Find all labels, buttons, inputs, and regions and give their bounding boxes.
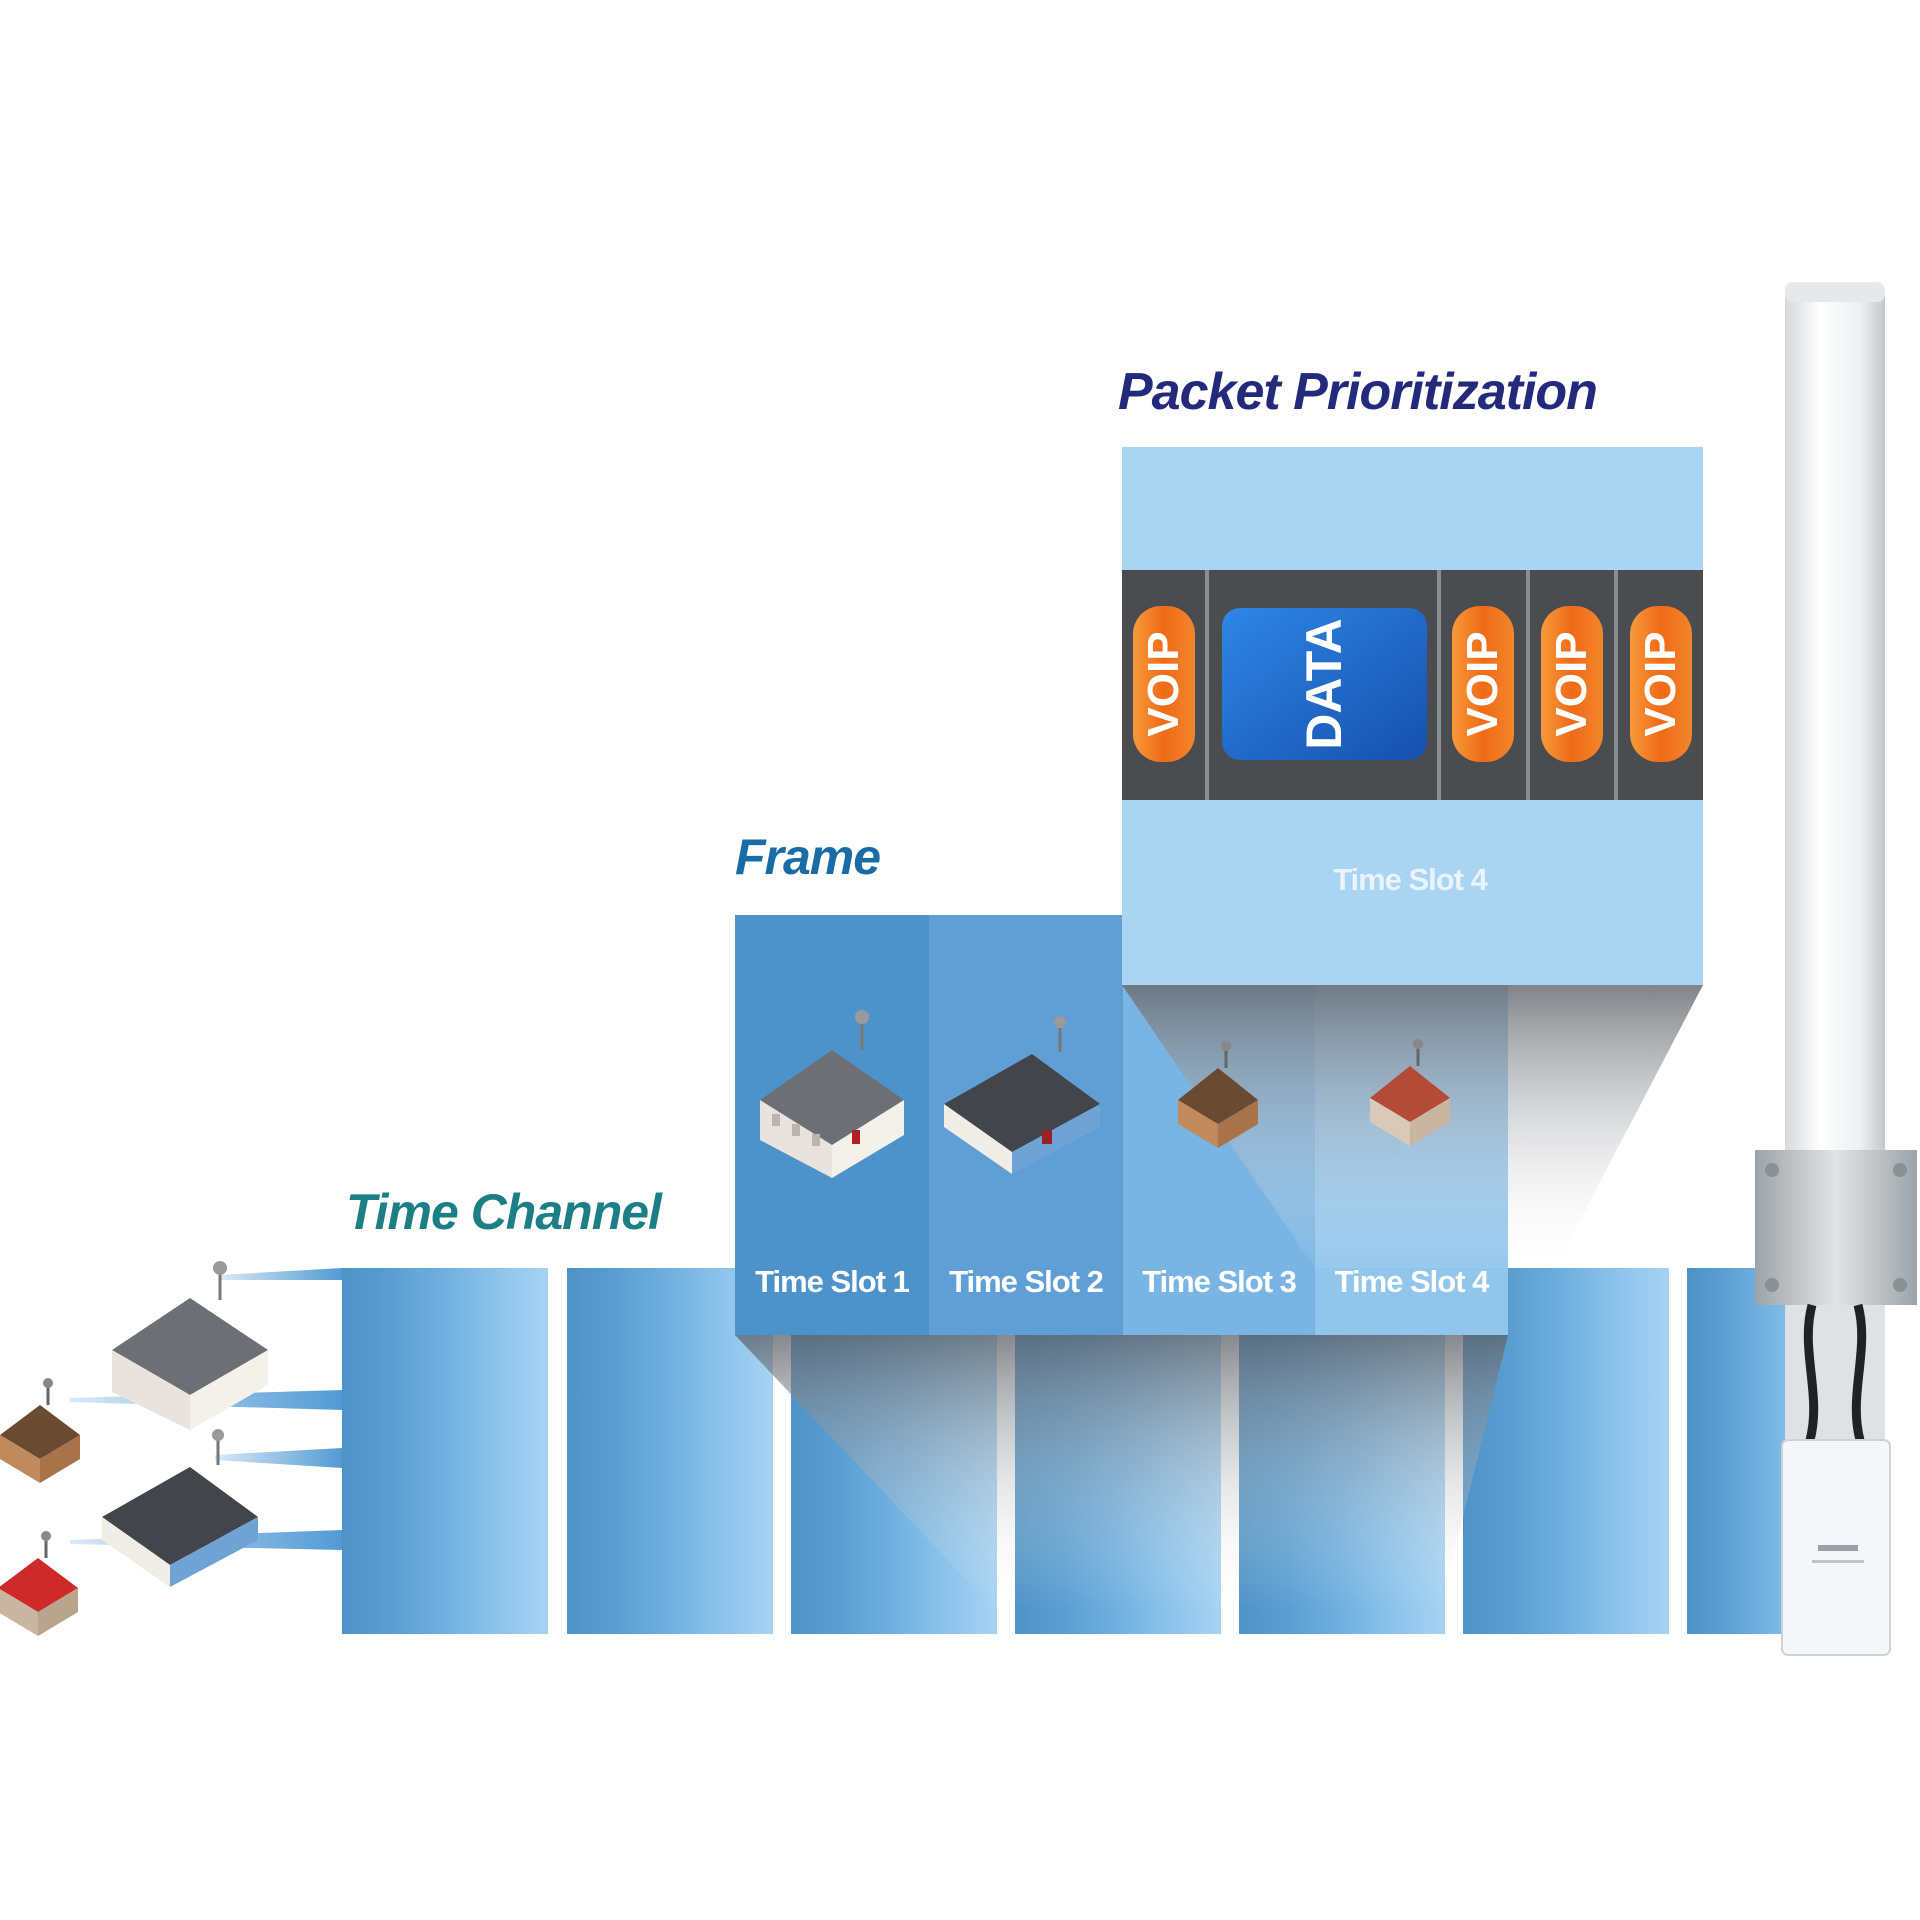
bracket-bolt-1 bbox=[1765, 1163, 1779, 1177]
voip-label-4: VOIP bbox=[1636, 631, 1685, 737]
sector-antenna bbox=[1755, 282, 1917, 1656]
antenna-clamp bbox=[1785, 1305, 1885, 1440]
antenna-icon bbox=[1221, 1041, 1231, 1051]
voip-label-2: VOIP bbox=[1458, 631, 1507, 737]
voip-packet-3 bbox=[1541, 606, 1603, 762]
antenna-icon bbox=[855, 1010, 869, 1024]
bracket-bolt-4 bbox=[1893, 1278, 1907, 1292]
antenna-radome bbox=[1785, 282, 1885, 1402]
frame-funnel bbox=[735, 1335, 1508, 1610]
time-channel-title: Time Channel bbox=[346, 1184, 662, 1240]
frame-block-1 bbox=[342, 1268, 548, 1634]
frame-slot-label-2: Time Slot 2 bbox=[949, 1264, 1104, 1299]
beam-1 bbox=[220, 1268, 342, 1280]
voip-packet-4 bbox=[1630, 606, 1692, 762]
frame-title: Frame bbox=[735, 829, 881, 885]
antenna-icon bbox=[1413, 1039, 1423, 1049]
voip-packet-2 bbox=[1452, 606, 1514, 762]
house-icon bbox=[0, 1378, 80, 1483]
house-icon bbox=[0, 1531, 78, 1636]
house-icon bbox=[944, 1016, 1100, 1174]
frame-slot-label-4: Time Slot 4 bbox=[1334, 1264, 1490, 1299]
antenna-cable-2 bbox=[1851, 1303, 1867, 1442]
frame-slot-label-3: Time Slot 3 bbox=[1142, 1264, 1297, 1299]
voip-label-1: VOIP bbox=[1139, 631, 1188, 737]
house-icon bbox=[112, 1261, 268, 1430]
packet-prioritization-title: Packet Prioritization bbox=[1118, 363, 1598, 421]
packet-prioritization-box bbox=[1122, 447, 1703, 985]
house-icon bbox=[1370, 1039, 1450, 1146]
data-label: DATA bbox=[1296, 618, 1352, 750]
antenna-icon bbox=[212, 1429, 224, 1441]
antenna-cap bbox=[1785, 282, 1885, 302]
antenna-icon bbox=[1054, 1016, 1066, 1028]
antenna-icon bbox=[213, 1261, 227, 1275]
bracket-bolt-3 bbox=[1765, 1278, 1779, 1292]
antenna-bracket bbox=[1755, 1150, 1917, 1305]
beam-3 bbox=[215, 1448, 342, 1468]
voip-label-3: VOIP bbox=[1547, 631, 1596, 737]
voip-packet-1 bbox=[1133, 606, 1195, 762]
frame-slot-label-1: Time Slot 1 bbox=[755, 1264, 910, 1299]
data-packet bbox=[1222, 608, 1427, 760]
house-icon bbox=[1178, 1041, 1258, 1148]
house-icon bbox=[760, 1010, 904, 1178]
bracket-bolt-2 bbox=[1893, 1163, 1907, 1177]
antenna-icon bbox=[43, 1378, 53, 1388]
radio-logo-mark bbox=[1818, 1545, 1858, 1551]
packet-slot-label: Time Slot 4 bbox=[1333, 862, 1488, 897]
antenna-icon bbox=[41, 1531, 51, 1541]
house-icon bbox=[102, 1429, 258, 1587]
radio-logo-mark-2 bbox=[1812, 1560, 1864, 1563]
antenna-cable-1 bbox=[1803, 1303, 1819, 1442]
